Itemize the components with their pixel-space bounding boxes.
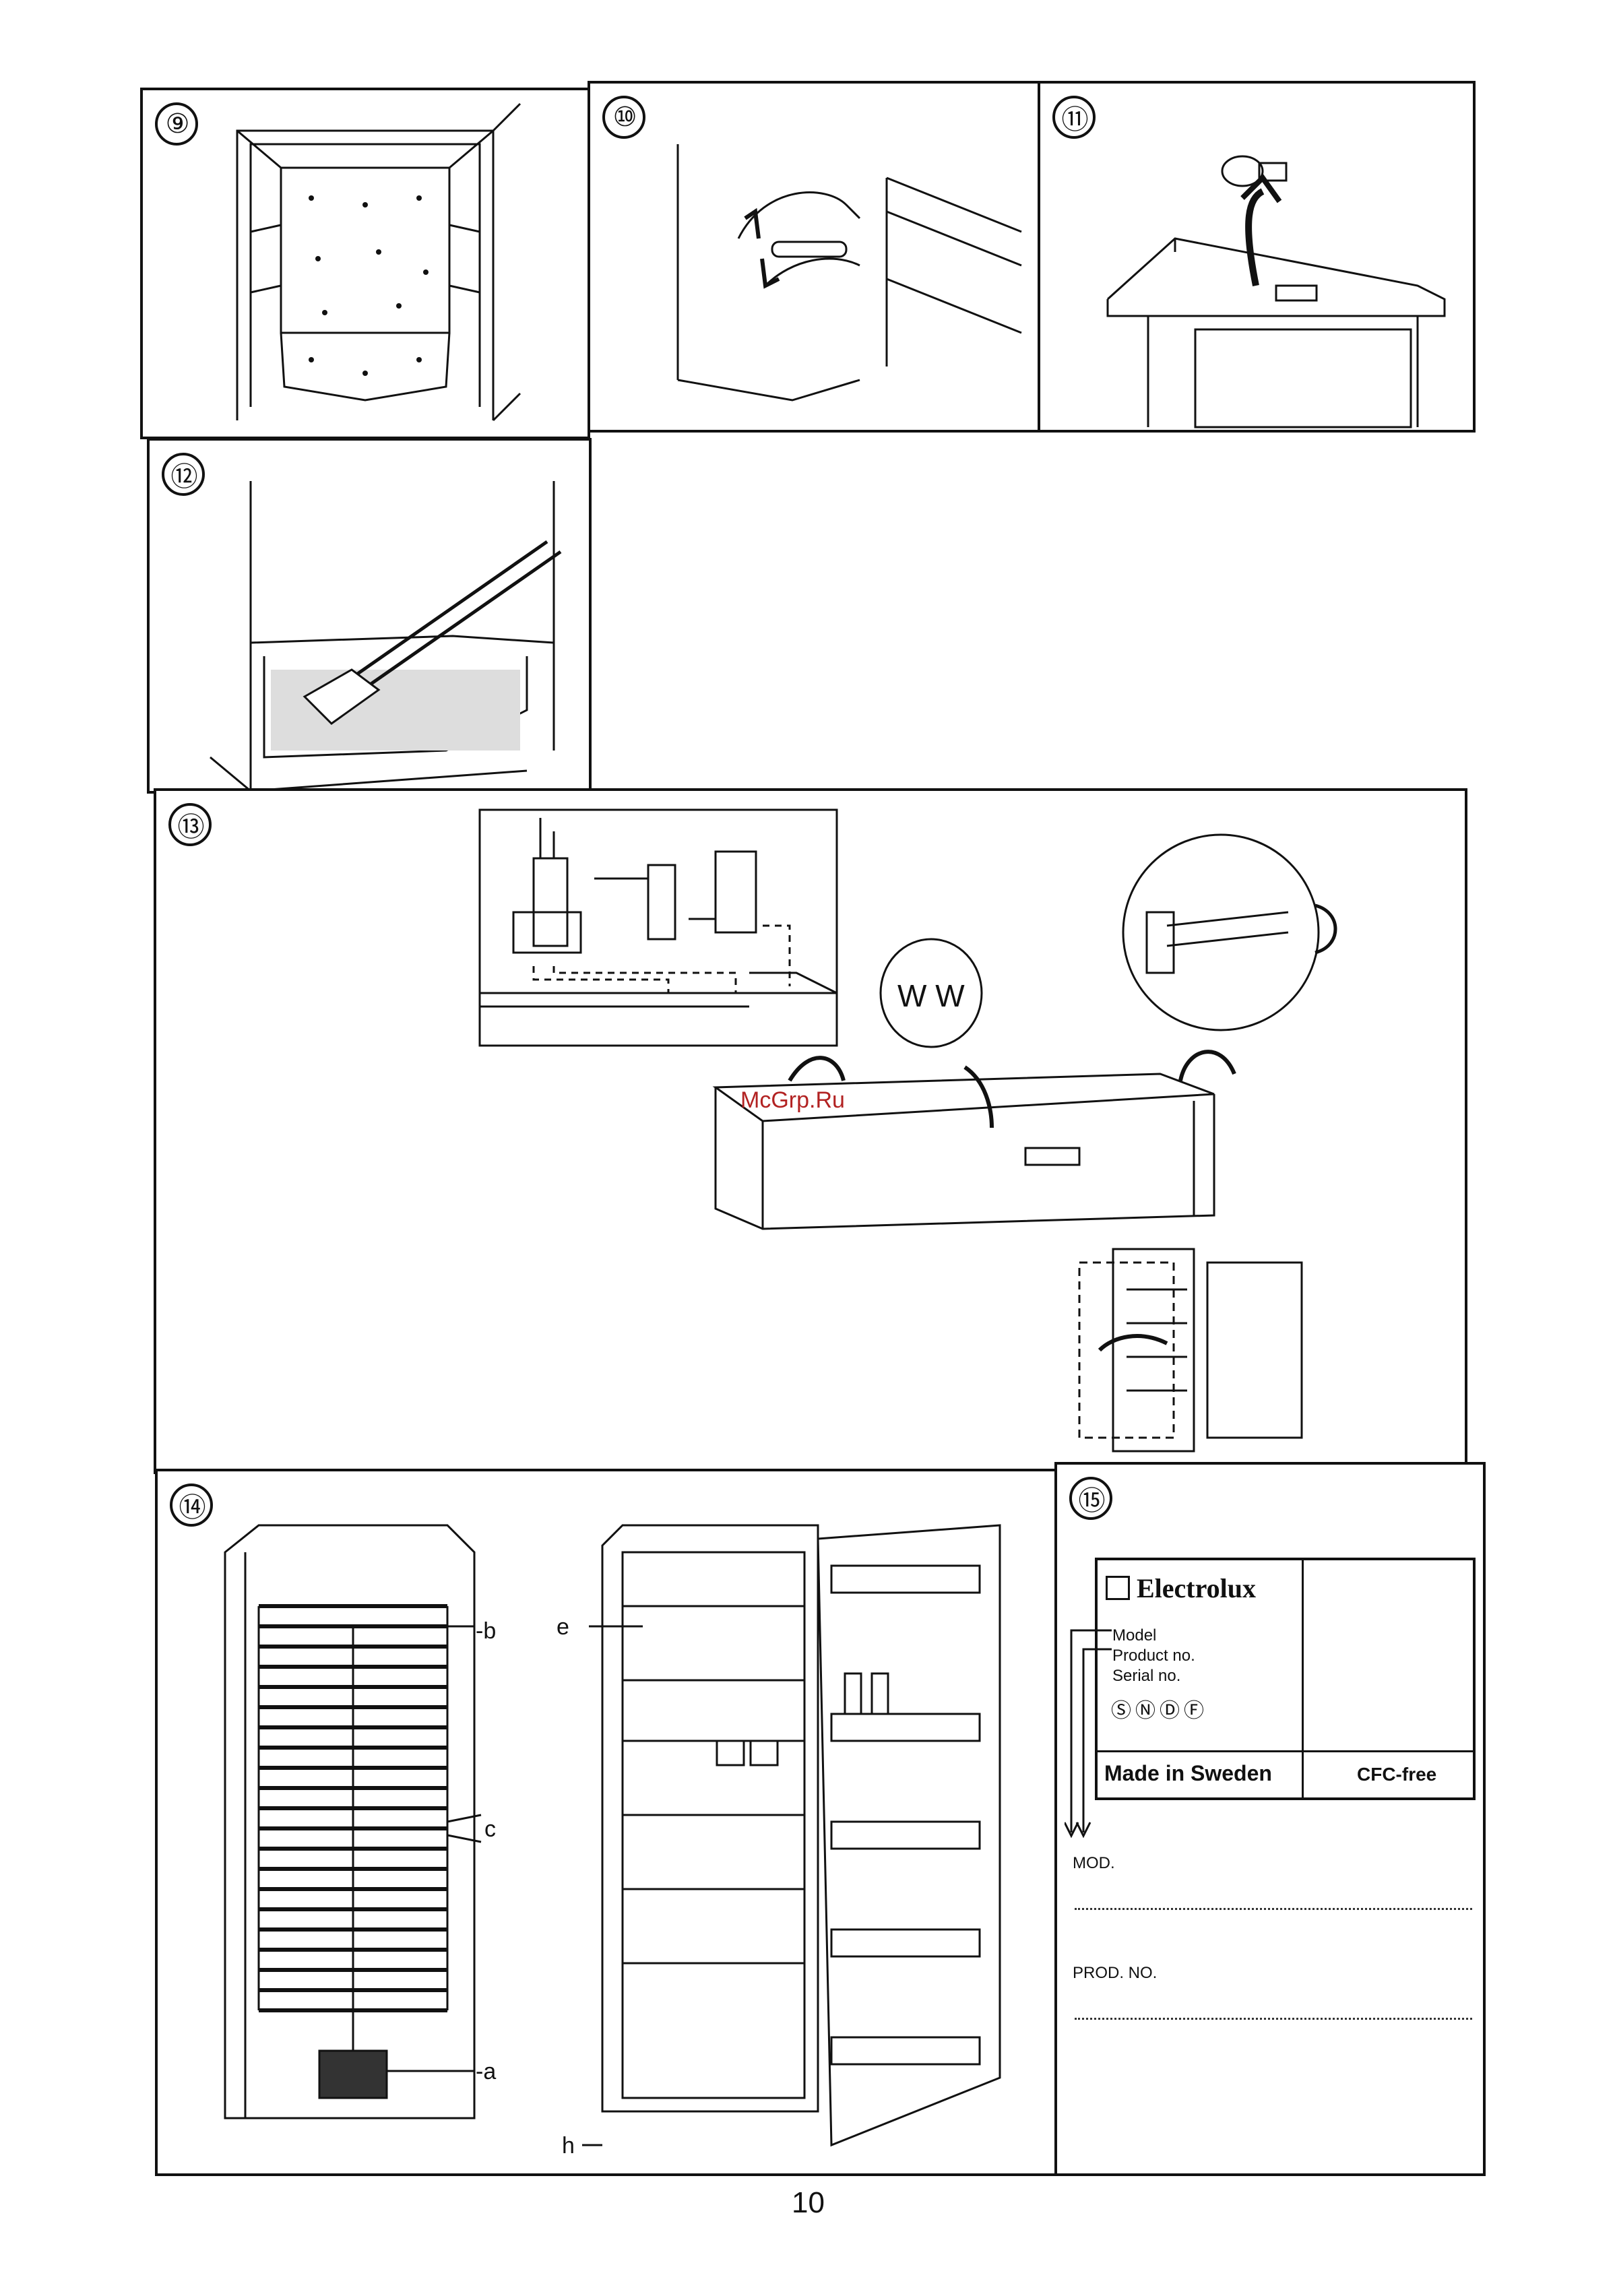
- rating-plate: Electrolux Model Product no. Serial no. …: [1095, 1558, 1476, 1800]
- prod-no-label: PROD. NO.: [1073, 1964, 1157, 1983]
- label-h: h: [562, 2133, 575, 2159]
- plate-divider-vertical: [1302, 1560, 1304, 1797]
- panel-11: ⑪: [1038, 81, 1476, 433]
- model-label: Model: [1112, 1626, 1156, 1645]
- prod-no-input-line[interactable]: [1075, 2018, 1472, 2020]
- step-number-15: ⑮: [1069, 1477, 1112, 1520]
- mod-input-line[interactable]: [1075, 1908, 1472, 1910]
- freezer-interior-illustration: [143, 90, 588, 437]
- mod-label: MOD.: [1073, 1854, 1115, 1873]
- drain-plug-illustration: [590, 84, 1039, 430]
- page-number: 10: [792, 2186, 825, 2220]
- cfc-free-label: CFC-free: [1357, 1764, 1436, 1785]
- product-label: Product no.: [1112, 1647, 1195, 1665]
- plate-divider-horizontal: [1098, 1750, 1473, 1752]
- electrolux-logo-icon: [1106, 1576, 1130, 1600]
- label-a: -a: [476, 2059, 496, 2085]
- svg-text:W W: W W: [897, 978, 965, 1013]
- made-in-sweden: Made in Sweden: [1104, 1761, 1272, 1786]
- panel-13: ⑬ W W: [154, 788, 1467, 1474]
- door-reversal-illustration: W W: [156, 791, 1465, 1471]
- label-b: -b: [476, 1618, 496, 1645]
- panel-9: ⑨: [140, 88, 590, 439]
- appliance-front-back-illustration: [158, 1471, 1055, 2173]
- approval-symbols: ⓈⓃⒹⒻ: [1111, 1694, 1208, 1723]
- lamp-replacement-illustration: [1040, 84, 1473, 430]
- cleaning-drain-illustration: [150, 441, 589, 791]
- serial-label: Serial no.: [1112, 1667, 1180, 1686]
- label-e: e: [557, 1614, 569, 1640]
- panel-14: ⑭ -b c: [155, 1469, 1058, 2176]
- brand-name: Electrolux: [1137, 1573, 1256, 1603]
- panel-10: ⑩: [588, 81, 1042, 433]
- panel-12: ⑫: [147, 438, 592, 794]
- plate-pointer-arrows: [1065, 1617, 1118, 1839]
- brand-logo: Electrolux: [1106, 1572, 1256, 1604]
- label-c: c: [484, 1816, 496, 1843]
- watermark-text: McGrp.Ru: [740, 1087, 845, 1114]
